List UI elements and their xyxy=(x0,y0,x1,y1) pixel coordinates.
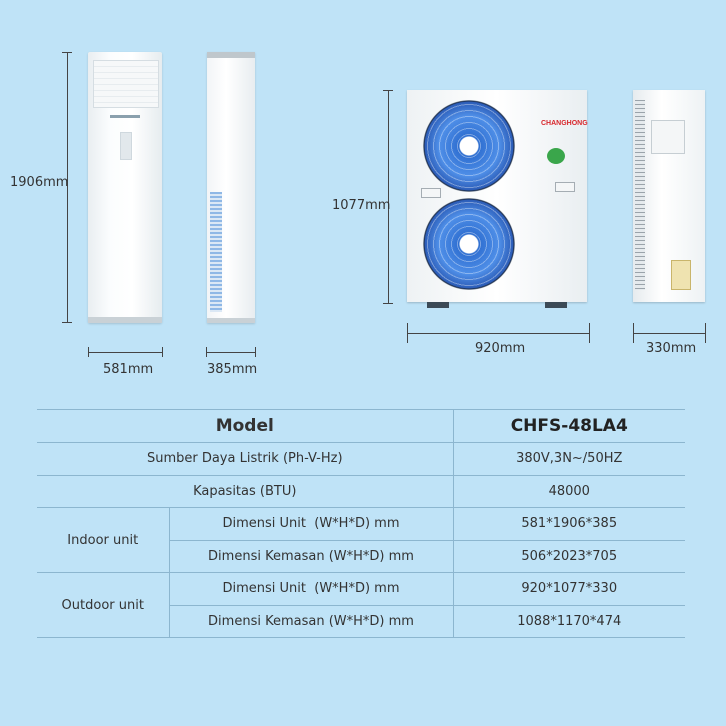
outdoor-depth-line xyxy=(633,333,706,334)
tick xyxy=(162,347,163,357)
tick xyxy=(383,303,393,304)
foot xyxy=(545,302,567,308)
fan-bottom-icon xyxy=(423,198,515,290)
tick xyxy=(206,347,207,357)
indoor-depth-label: 385mm xyxy=(207,362,258,377)
indoor-side-top xyxy=(207,52,255,58)
outdoor-height-line xyxy=(388,90,389,304)
outdoor-unit-side-image xyxy=(633,90,705,302)
mascot-icon xyxy=(547,148,565,164)
tick xyxy=(88,347,89,357)
louver xyxy=(555,182,575,192)
power-label: Sumber Daya Listrik (Ph-V-Hz) xyxy=(37,442,453,476)
outdoor-unit-front-image: CHANGHONG xyxy=(407,90,588,308)
table-row: Dimensi Kemasan (W*H*D) mm 1088*1170*474 xyxy=(37,605,685,638)
table-row: Indoor unit Dimensi Unit (W*H*D) mm 581*… xyxy=(37,507,685,573)
outdoor-valves xyxy=(671,260,691,290)
tick xyxy=(62,322,72,323)
indoor-height-label: 1906mm xyxy=(10,175,69,190)
tick xyxy=(633,323,634,343)
fan-top-icon xyxy=(423,100,515,192)
indoor-depth-line xyxy=(206,352,256,353)
table-row: Dimensi Kemasan (W*H*D) mm 506*2023*705 xyxy=(37,540,685,573)
indoor-unit-side-image xyxy=(207,52,255,323)
foot xyxy=(427,302,449,308)
louver xyxy=(421,188,441,198)
capacity-label: Kapasitas (BTU) xyxy=(37,475,453,508)
outdoor-depth-label: 330mm xyxy=(646,341,697,356)
tick xyxy=(383,90,393,91)
outdoor-height-label: 1077mm xyxy=(332,198,391,213)
tick xyxy=(62,52,72,53)
indoor-brand-mark xyxy=(110,115,140,118)
indoor-display-panel xyxy=(120,132,132,160)
outdoor-side-grid xyxy=(635,100,645,290)
model-value: CHFS-48LA4 xyxy=(452,409,685,443)
indoor-unit-dim-label: Dimensi Unit (W*H*D) mm xyxy=(169,507,453,541)
table-row: Outdoor unit Dimensi Unit (W*H*D) mm 920… xyxy=(37,572,685,638)
indoor-height-line xyxy=(67,52,68,323)
spec-table: Model CHFS-48LA4 Sumber Daya Listrik (Ph… xyxy=(37,409,685,638)
outdoor-width-label: 920mm xyxy=(475,341,526,356)
indoor-pack-dim-value: 506*2023*705 xyxy=(452,540,685,573)
tick xyxy=(407,323,408,343)
indoor-side-vent xyxy=(210,192,222,312)
indoor-pack-dim-label: Dimensi Kemasan (W*H*D) mm xyxy=(169,540,453,573)
tick xyxy=(255,347,256,357)
table-row: Sumber Daya Listrik (Ph-V-Hz) 380V,3N~/5… xyxy=(37,442,685,476)
outdoor-pack-dim-value: 1088*1170*474 xyxy=(452,605,685,638)
tick xyxy=(589,323,590,343)
table-row: Kapasitas (BTU) 48000 xyxy=(37,475,685,508)
outdoor-side-panel xyxy=(651,120,685,154)
model-label: Model xyxy=(37,409,453,443)
indoor-unit-front-image xyxy=(88,52,162,323)
indoor-side-base xyxy=(207,318,255,323)
outdoor-pack-dim-label: Dimensi Kemasan (W*H*D) mm xyxy=(169,605,453,638)
outdoor-width-line xyxy=(407,333,590,334)
capacity-value: 48000 xyxy=(452,475,685,508)
indoor-unit-dim-value: 581*1906*385 xyxy=(452,507,685,541)
indoor-base xyxy=(88,317,162,323)
indoor-group-label: Indoor unit xyxy=(37,507,170,573)
tick xyxy=(705,323,706,343)
outdoor-group-label: Outdoor unit xyxy=(37,572,170,638)
outdoor-logo: CHANGHONG xyxy=(541,120,588,127)
indoor-width-label: 581mm xyxy=(103,362,154,377)
outdoor-unit-dim-label: Dimensi Unit (W*H*D) mm xyxy=(169,572,453,606)
table-header-row: Model CHFS-48LA4 xyxy=(37,409,685,443)
indoor-width-line xyxy=(88,352,163,353)
outdoor-unit-dim-value: 920*1077*330 xyxy=(452,572,685,606)
indoor-grille xyxy=(93,60,159,108)
power-value: 380V,3N~/50HZ xyxy=(452,442,685,476)
